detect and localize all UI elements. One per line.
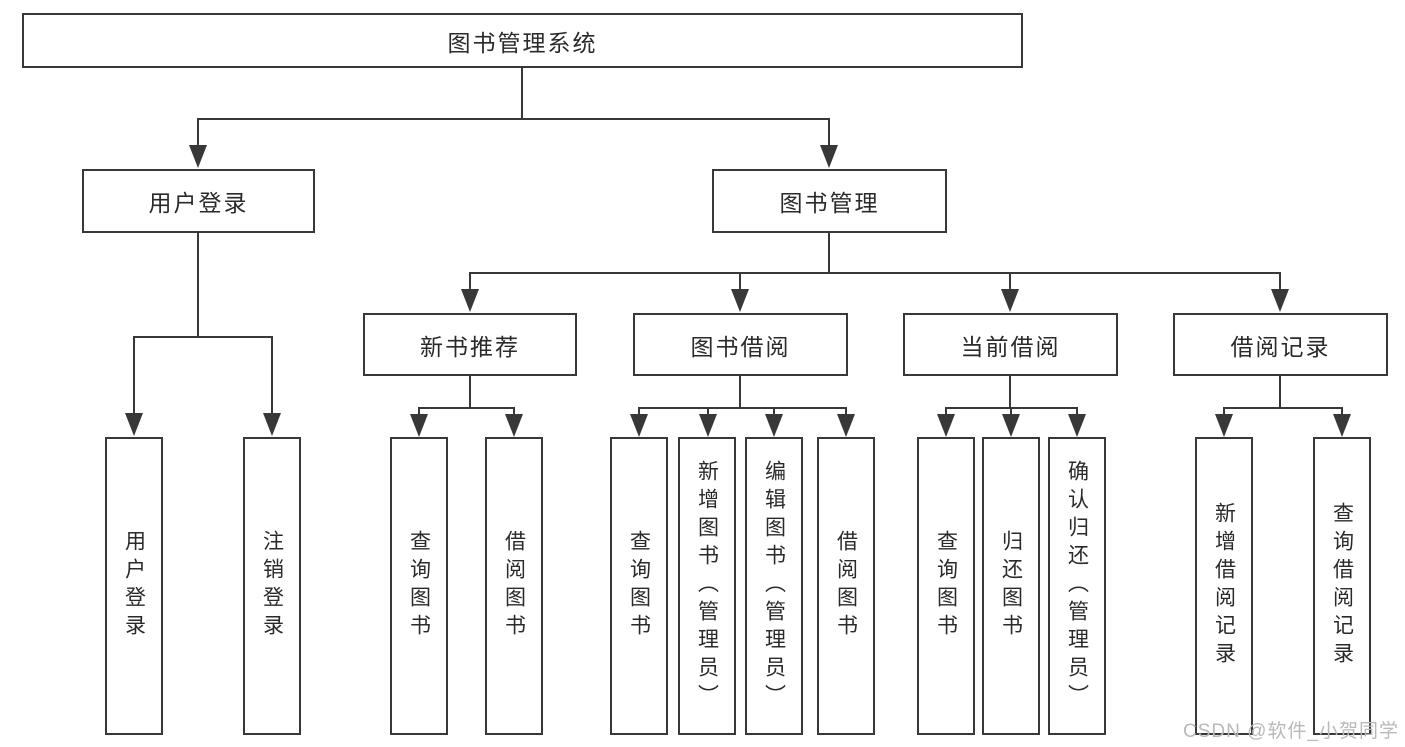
line xyxy=(945,407,947,417)
node-current-borrowing: 当前借阅 xyxy=(903,313,1118,376)
line xyxy=(1009,272,1011,292)
arrowhead-down xyxy=(1002,414,1020,437)
line xyxy=(197,118,830,120)
leaf-add-books-admin: 新增图书（管理员） xyxy=(678,437,736,735)
line xyxy=(469,272,471,292)
node-label: 借阅图书 xyxy=(834,530,858,642)
arrowhead-down xyxy=(765,414,783,437)
node-label: 当前借阅 xyxy=(960,333,1061,360)
line xyxy=(418,407,515,409)
line xyxy=(845,407,847,417)
line xyxy=(1076,407,1078,417)
line xyxy=(133,336,273,338)
line xyxy=(197,118,199,148)
arrowhead-down xyxy=(410,414,428,437)
node-label: 借阅记录 xyxy=(1230,333,1331,360)
arrowhead-down xyxy=(630,414,648,437)
arrowhead-down xyxy=(125,413,143,436)
arrowhead-down xyxy=(1001,289,1019,312)
line xyxy=(638,407,640,417)
leaf-borrow-books: 借阅图书 xyxy=(817,437,875,735)
node-user-login: 用户登录 xyxy=(82,169,315,233)
line xyxy=(1341,407,1343,417)
leaf-add-borrow-record: 新增借阅记录 xyxy=(1195,437,1253,735)
node-label: 注销登录 xyxy=(260,530,284,642)
leaf-edit-books-admin: 编辑图书（管理员） xyxy=(745,437,803,735)
line xyxy=(1223,407,1225,417)
arrowhead-down xyxy=(820,145,838,168)
node-label: 借阅图书 xyxy=(502,530,526,642)
node-label: 新增借阅记录 xyxy=(1212,502,1236,670)
node-label: 查询图书 xyxy=(934,530,958,642)
line xyxy=(133,336,135,414)
line xyxy=(707,407,709,417)
line xyxy=(418,407,420,417)
node-label: 新书推荐 xyxy=(420,333,520,360)
node-label: 用户登录 xyxy=(122,530,146,642)
leaf-query-books-recommend: 查询图书 xyxy=(390,437,448,735)
line xyxy=(271,336,273,414)
arrowhead-down xyxy=(731,289,749,312)
line xyxy=(1010,407,1012,417)
leaf-user-login: 用户登录 xyxy=(105,437,163,735)
node-label: 查询图书 xyxy=(407,530,431,642)
node-book-borrowing: 图书借阅 xyxy=(633,313,848,376)
node-label: 图书管理 xyxy=(779,190,880,216)
node-label: 新增图书（管理员） xyxy=(695,460,719,712)
node-label: 确认归还（管理员） xyxy=(1065,460,1089,712)
arrowhead-down xyxy=(1333,414,1351,437)
node-new-book-recommend: 新书推荐 xyxy=(363,313,577,376)
node-label: 编辑图书（管理员） xyxy=(762,460,786,712)
node-label: 图书管理系统 xyxy=(447,29,598,56)
line xyxy=(1009,376,1011,407)
arrowhead-down xyxy=(505,414,523,437)
line xyxy=(739,376,741,407)
line xyxy=(521,68,523,118)
arrowhead-down xyxy=(1215,414,1233,437)
node-label: 归还图书 xyxy=(999,530,1023,642)
leaf-borrow-books-recommend: 借阅图书 xyxy=(485,437,543,735)
line xyxy=(828,118,830,148)
node-label: 用户登录 xyxy=(148,190,249,216)
arrowhead-down xyxy=(189,145,207,168)
leaf-query-books-current: 查询图书 xyxy=(917,437,975,735)
node-label: 查询图书 xyxy=(627,530,651,642)
node-borrow-records: 借阅记录 xyxy=(1173,313,1388,376)
line xyxy=(828,233,830,272)
line xyxy=(469,376,471,407)
arrowhead-down xyxy=(699,414,717,437)
line xyxy=(1279,376,1281,407)
arrowhead-down xyxy=(263,413,281,436)
arrowhead-down xyxy=(837,414,855,437)
arrowhead-down xyxy=(461,289,479,312)
node-label: 图书借阅 xyxy=(690,333,791,360)
leaf-return-books: 归还图书 xyxy=(982,437,1040,735)
line xyxy=(1223,407,1343,409)
leaf-confirm-return-admin: 确认归还（管理员） xyxy=(1048,437,1106,735)
arrowhead-down xyxy=(937,414,955,437)
leaf-query-books-borrowing: 查询图书 xyxy=(610,437,668,735)
arrowhead-down xyxy=(1271,289,1289,312)
line xyxy=(773,407,775,417)
line xyxy=(739,272,741,292)
line xyxy=(638,407,847,409)
line xyxy=(1279,272,1281,292)
line xyxy=(513,407,515,417)
csdn-watermark: CSDN @软件_小贺同学 xyxy=(1183,721,1399,742)
leaf-logout: 注销登录 xyxy=(243,437,301,735)
arrowhead-down xyxy=(1068,414,1086,437)
node-library-management-system: 图书管理系统 xyxy=(22,13,1023,68)
line xyxy=(469,272,1281,274)
node-book-management: 图书管理 xyxy=(712,169,947,233)
line xyxy=(197,233,199,336)
node-label: 查询借阅记录 xyxy=(1330,502,1354,670)
leaf-query-borrow-record: 查询借阅记录 xyxy=(1313,437,1371,735)
